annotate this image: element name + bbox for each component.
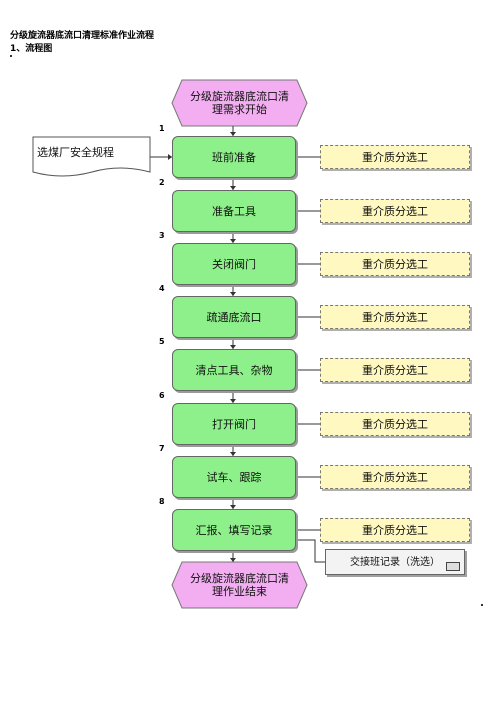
stray-mark	[481, 604, 483, 606]
process-step: 清点工具、杂物	[172, 349, 296, 391]
start-terminal: 分级旋流器底流口清理需求开始	[190, 90, 289, 116]
record-output-label: 交接班记录（洗选）	[350, 556, 440, 568]
step-number: 8	[159, 497, 165, 506]
end-terminal: 分级旋流器底流口清理作业结束	[190, 572, 289, 598]
document-shape	[32, 136, 151, 177]
process-step: 疏通底流口	[172, 296, 296, 338]
step-number: 4	[159, 284, 165, 293]
role-label: 重介质分选工	[320, 412, 470, 436]
role-label: 重介质分选工	[320, 199, 470, 223]
keyboard-icon	[446, 562, 460, 571]
reference-document: 选煤厂安全规程	[37, 145, 114, 159]
process-step: 汇报、填写记录	[172, 509, 296, 551]
step-number: 2	[159, 178, 165, 187]
end-terminal-shape	[171, 561, 308, 609]
role-label: 重介质分选工	[320, 145, 470, 169]
section-heading: 1、流程图	[10, 44, 53, 54]
step-number: 6	[159, 391, 165, 400]
process-step: 试车、跟踪	[172, 456, 296, 498]
role-label: 重介质分选工	[320, 305, 470, 329]
step-number: 3	[159, 231, 165, 240]
process-step: 关闭阀门	[172, 243, 296, 285]
record-output: 交接班记录（洗选）	[325, 549, 465, 575]
step-number: 7	[159, 444, 165, 453]
role-label: 重介质分选工	[320, 252, 470, 276]
stray-mark	[10, 55, 12, 57]
process-step: 打开阀门	[172, 403, 296, 445]
role-label: 重介质分选工	[320, 465, 470, 489]
page-title: 分级旋流器底流口清理标准作业流程	[10, 31, 155, 41]
role-label: 重介质分选工	[320, 518, 470, 542]
role-label: 重介质分选工	[320, 358, 470, 382]
step-number: 5	[159, 337, 165, 346]
start-terminal-shape	[171, 79, 308, 127]
process-step: 准备工具	[172, 190, 296, 232]
process-step: 班前准备	[172, 136, 296, 178]
step-number: 1	[159, 124, 165, 133]
